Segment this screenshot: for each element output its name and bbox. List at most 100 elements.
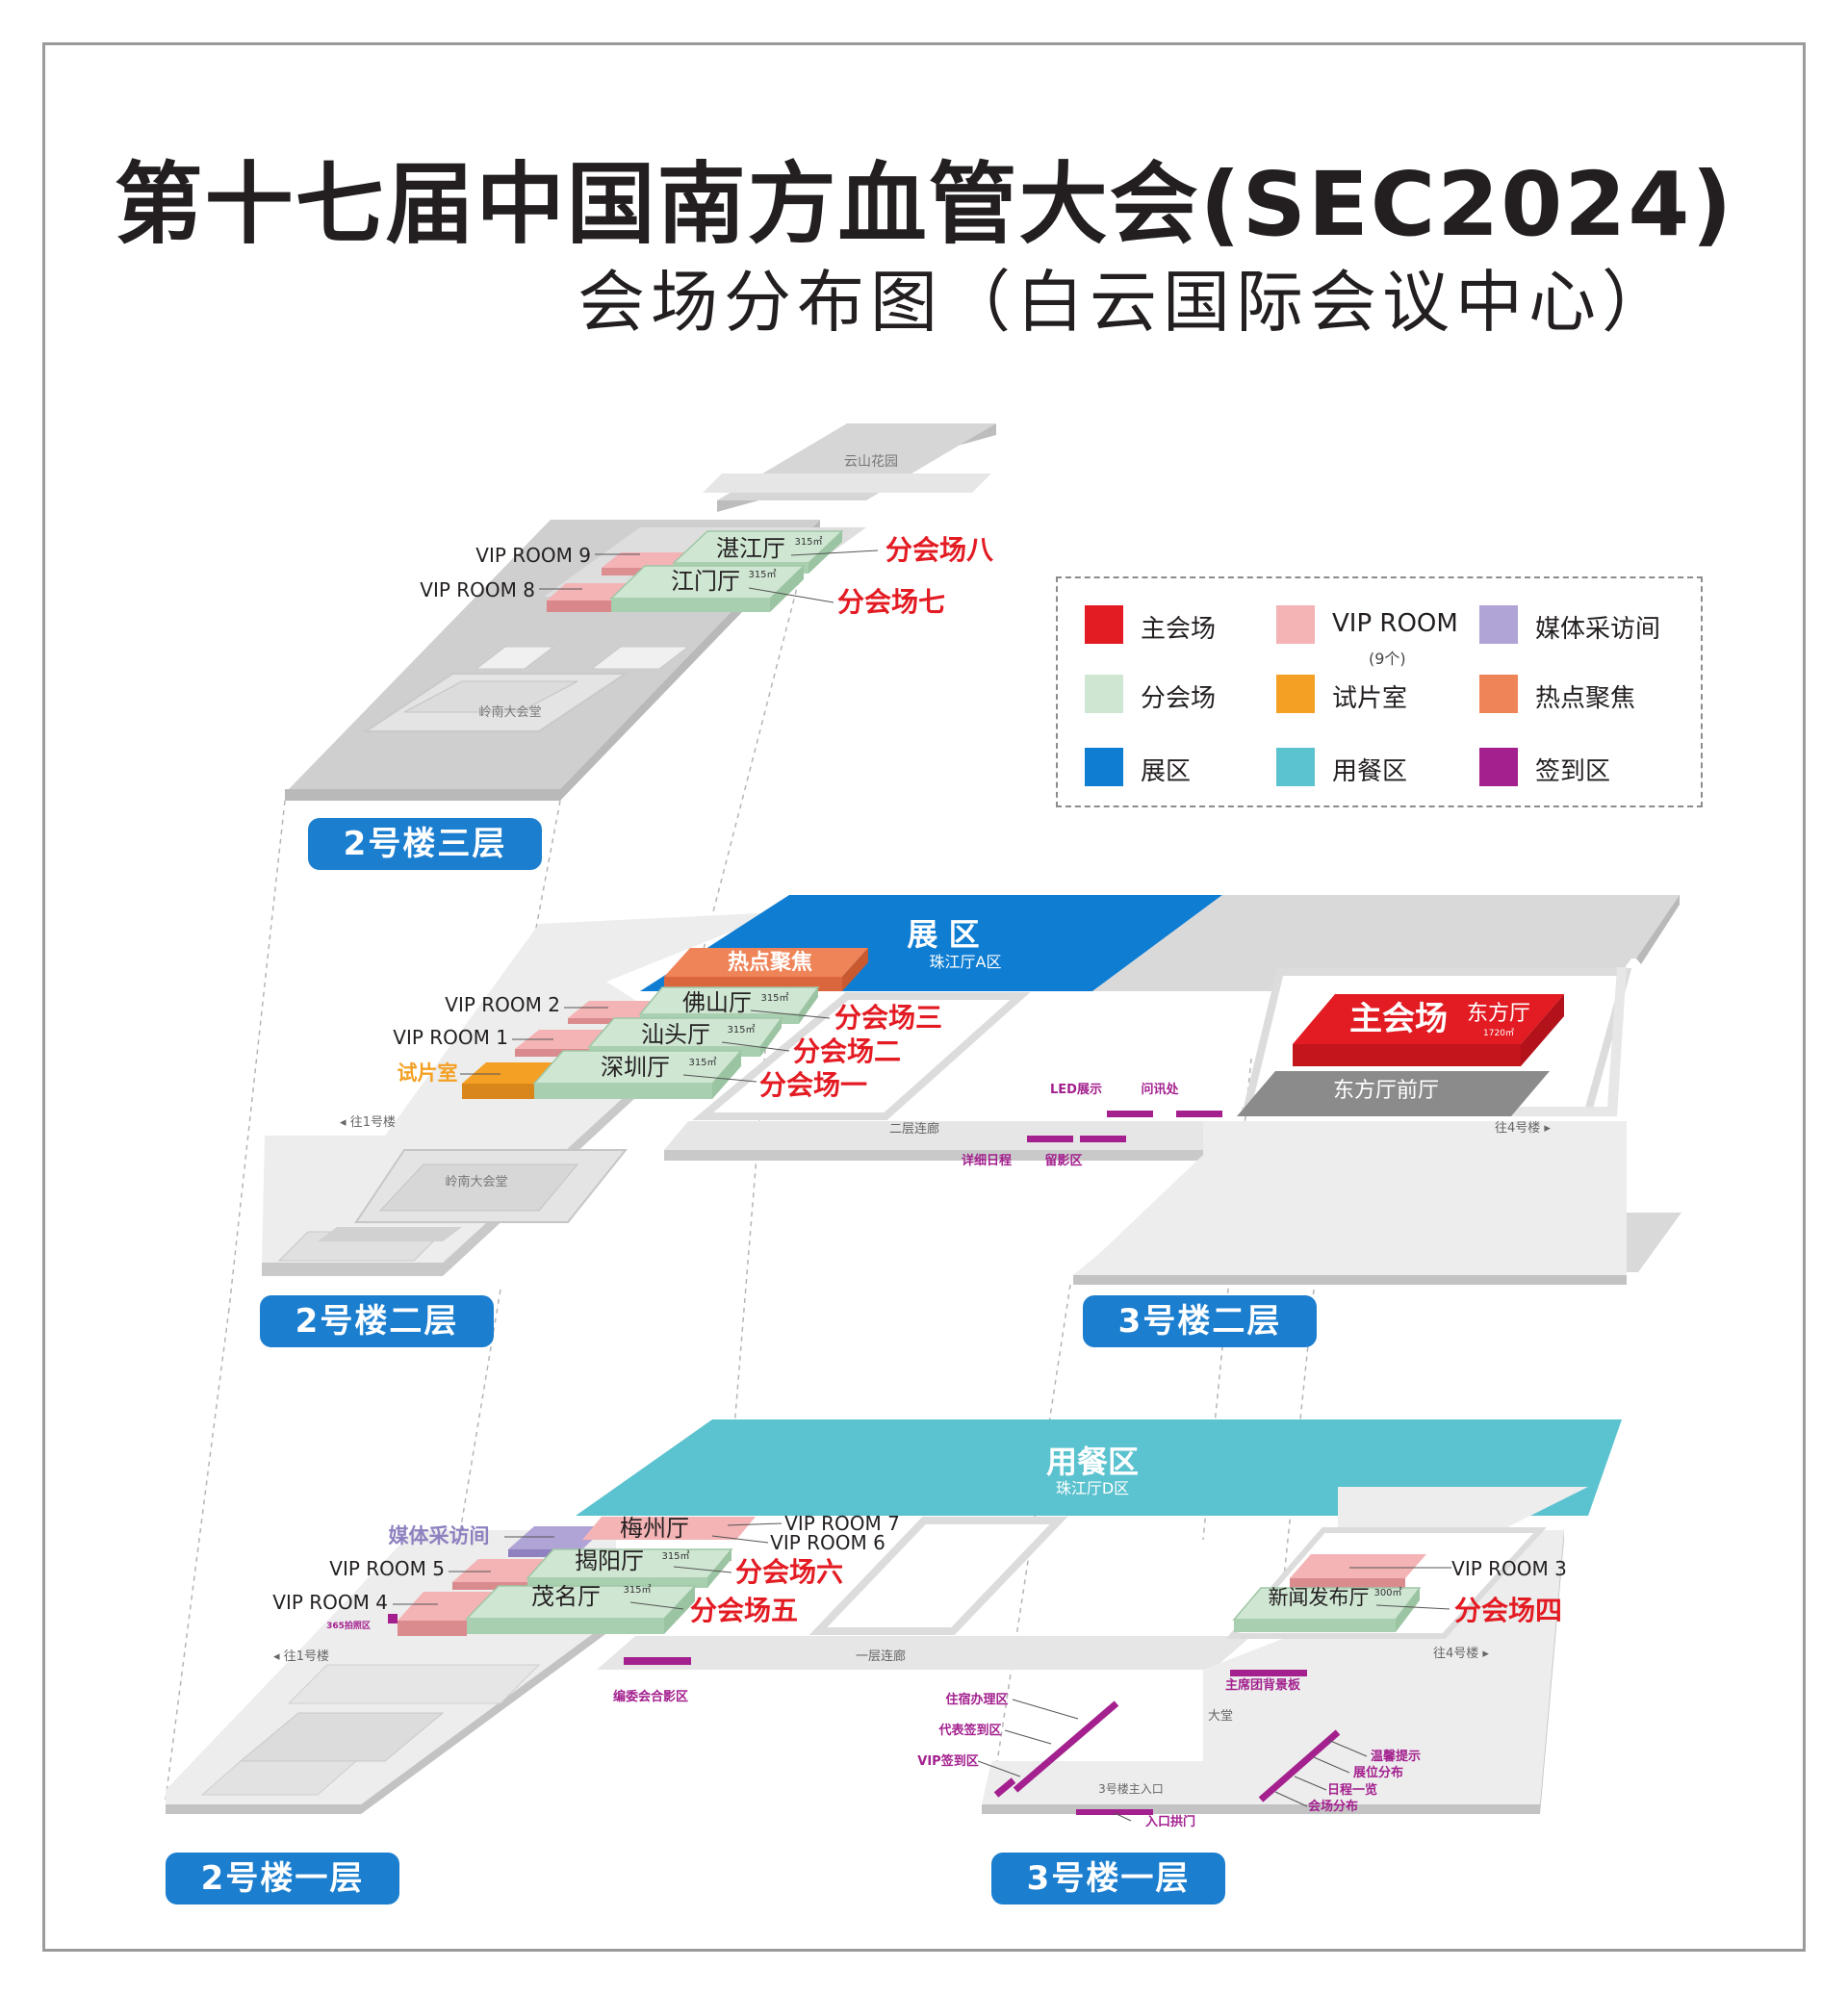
leader-lines-1f-signin bbox=[977, 1699, 1368, 1822]
floor-b2-3-2f bbox=[262, 895, 1681, 1285]
lodging-desk-label: 住宿办理区 bbox=[945, 1692, 1008, 1707]
vip-room-9-label: VIP ROOM 9 bbox=[475, 544, 591, 567]
legend-swatch bbox=[1479, 605, 1518, 644]
vip-room-7-label: VIP ROOM 7 bbox=[784, 1512, 900, 1535]
meizhou-hall-label: 梅州厅 bbox=[620, 1515, 689, 1542]
floor-badge-b2-1f: 2号楼一层 bbox=[166, 1853, 399, 1905]
legend: 主会场 VIP ROOM (9个) 媒体采访间 分会场 试片室 热点聚焦 展区 … bbox=[1056, 576, 1703, 807]
jieyang-hall-area: 315㎡ bbox=[661, 1550, 689, 1562]
session-3-label: 分会场三 bbox=[834, 1002, 942, 1034]
led-display-label: LED展示 bbox=[1050, 1083, 1102, 1097]
entrance-arch-label: 入口拱门 bbox=[1145, 1814, 1195, 1829]
shantou-hall-label: 汕头厅 bbox=[641, 1021, 710, 1048]
dining-zone-sublabel: 珠江厅D区 bbox=[1056, 1479, 1129, 1497]
legend-label: 热点聚焦 bbox=[1535, 684, 1636, 713]
floor-badge-b2-3f: 2号楼三层 bbox=[308, 818, 542, 870]
main-entrance-label: 3号楼主入口 bbox=[1098, 1781, 1164, 1796]
session-2-label: 分会场二 bbox=[793, 1035, 901, 1067]
legend-swatch bbox=[1085, 748, 1123, 786]
foshan-hall-area: 315㎡ bbox=[760, 992, 788, 1004]
to-building-4-1f: 往4号楼 ▸ bbox=[1433, 1647, 1489, 1661]
photo-area-label: 留影区 bbox=[1044, 1153, 1082, 1168]
vip-room-3-label: VIP ROOM 3 bbox=[1451, 1557, 1567, 1580]
floor-b2-3-1f bbox=[166, 1419, 1622, 1815]
vip-signin-label: VIP签到区 bbox=[917, 1753, 978, 1769]
foshan-hall-label: 佛山厅 bbox=[682, 989, 752, 1016]
to-building-1-1f: ◂ 往1号楼 bbox=[273, 1649, 329, 1664]
legend-swatch bbox=[1276, 748, 1315, 786]
legend-label: 用餐区 bbox=[1332, 757, 1408, 786]
floor-badge-b3-1f: 3号楼一层 bbox=[991, 1853, 1225, 1905]
vip-room-8-label: VIP ROOM 8 bbox=[420, 578, 535, 601]
floor-b2-3f bbox=[285, 423, 996, 801]
presidium-board-label: 主席团背景板 bbox=[1225, 1677, 1301, 1693]
screening-room-label: 试片室 bbox=[398, 1061, 458, 1085]
legend-swatch bbox=[1276, 605, 1315, 644]
session-5-label: 分会场五 bbox=[690, 1595, 798, 1626]
legend-swatch bbox=[1479, 675, 1518, 713]
corridor-1f-label: 一层连廊 bbox=[856, 1649, 906, 1664]
vip-room-5-label: VIP ROOM 5 bbox=[329, 1557, 445, 1580]
maoming-hall-label: 茂名厅 bbox=[531, 1583, 601, 1610]
leader-lines-2f bbox=[460, 1007, 831, 1083]
vip-room-1-label: VIP ROOM 1 bbox=[393, 1026, 508, 1049]
shantou-hall-area: 315㎡ bbox=[727, 1024, 755, 1035]
to-building-1-2f: ◂ 往1号楼 bbox=[340, 1115, 396, 1130]
session-4-label: 分会场四 bbox=[1454, 1595, 1562, 1626]
legend-swatch bbox=[1085, 605, 1123, 644]
legend-label: 主会场 bbox=[1141, 615, 1217, 644]
schedule-board-label: 详细日程 bbox=[962, 1153, 1012, 1168]
session-8-label: 分会场八 bbox=[886, 534, 994, 566]
legend-label: 展区 bbox=[1141, 757, 1192, 786]
legend-label: 试片室 bbox=[1332, 684, 1408, 713]
notice-board-label: 温馨提示 bbox=[1371, 1749, 1421, 1764]
east-hall-label: 东方厅 bbox=[1467, 1002, 1530, 1026]
poster-frame bbox=[42, 42, 1806, 1952]
venue-map-board-label: 会场分布 bbox=[1308, 1799, 1358, 1814]
hotspot-label: 热点聚焦 bbox=[728, 950, 812, 975]
legend-label: 媒体采访间 bbox=[1535, 615, 1661, 644]
booth-map-label: 展位分布 bbox=[1353, 1765, 1403, 1780]
east-foyer-label: 东方厅前厅 bbox=[1333, 1079, 1439, 1103]
legend-label: VIP ROOM bbox=[1332, 609, 1458, 638]
main-hall-area: 1720㎡ bbox=[1483, 1028, 1514, 1038]
editorial-photo-label: 编委会合影区 bbox=[613, 1689, 688, 1704]
session-6-label: 分会场六 bbox=[735, 1556, 843, 1588]
session-1-label: 分会场一 bbox=[759, 1069, 867, 1101]
to-building-4-2f: 往4号楼 ▸ bbox=[1495, 1121, 1551, 1136]
leader-lines-3f bbox=[539, 550, 879, 603]
maoming-hall-area: 315㎡ bbox=[623, 1584, 651, 1596]
vip-room-4-label: VIP ROOM 4 bbox=[272, 1591, 388, 1614]
exhibition-zone-sublabel: 珠江厅A区 bbox=[930, 953, 1002, 971]
jieyang-hall-label: 揭阳厅 bbox=[575, 1547, 644, 1574]
legend-sublabel: (9个) bbox=[1369, 650, 1406, 668]
press-hall-area: 300㎡ bbox=[1373, 1587, 1401, 1598]
media-room-label: 媒体采访间 bbox=[389, 1524, 490, 1547]
main-hall-label: 主会场 bbox=[1349, 1000, 1448, 1038]
lobby-label: 大堂 bbox=[1208, 1709, 1233, 1724]
lingnan-hall-2f-label: 岭南大会堂 bbox=[445, 1174, 507, 1189]
agenda-board-label: 日程一览 bbox=[1327, 1782, 1377, 1798]
legend-swatch bbox=[1479, 748, 1518, 786]
floor-badge-b2-2f: 2号楼二层 bbox=[260, 1295, 494, 1347]
press-hall-label: 新闻发布厅 bbox=[1269, 1586, 1370, 1609]
corridor-2f-label: 二层连廊 bbox=[889, 1121, 939, 1137]
legend-swatch bbox=[1085, 675, 1123, 713]
exhibition-zone-label: 展 区 bbox=[907, 916, 979, 953]
jiangmen-hall-label: 江门厅 bbox=[671, 568, 740, 595]
zhanjiang-hall-area: 315㎡ bbox=[794, 536, 822, 548]
leader-lines-1f bbox=[393, 1522, 1451, 1610]
dining-zone-label: 用餐区 bbox=[1046, 1444, 1139, 1480]
poster-subtitle: 会场分布图（白云国际会议中心） bbox=[578, 263, 1675, 342]
zhanjiang-hall-label: 湛江厅 bbox=[716, 535, 785, 562]
poster-title: 第十七届中国南方血管大会(SEC2024) bbox=[114, 153, 1734, 256]
yunshan-garden-label: 云山花园 bbox=[844, 454, 898, 470]
vip-room-2-label: VIP ROOM 2 bbox=[445, 993, 560, 1016]
photo-365-label: 365拍照区 bbox=[326, 1620, 371, 1631]
shenzhen-hall-label: 深圳厅 bbox=[601, 1054, 670, 1081]
legend-label: 签到区 bbox=[1535, 757, 1611, 786]
lingnan-hall-3f-label: 岭南大会堂 bbox=[478, 704, 541, 720]
shenzhen-hall-area: 315㎡ bbox=[688, 1057, 716, 1068]
floor-badge-b3-2f: 3号楼二层 bbox=[1083, 1295, 1317, 1347]
inquiry-desk-label: 问讯处 bbox=[1141, 1082, 1179, 1097]
